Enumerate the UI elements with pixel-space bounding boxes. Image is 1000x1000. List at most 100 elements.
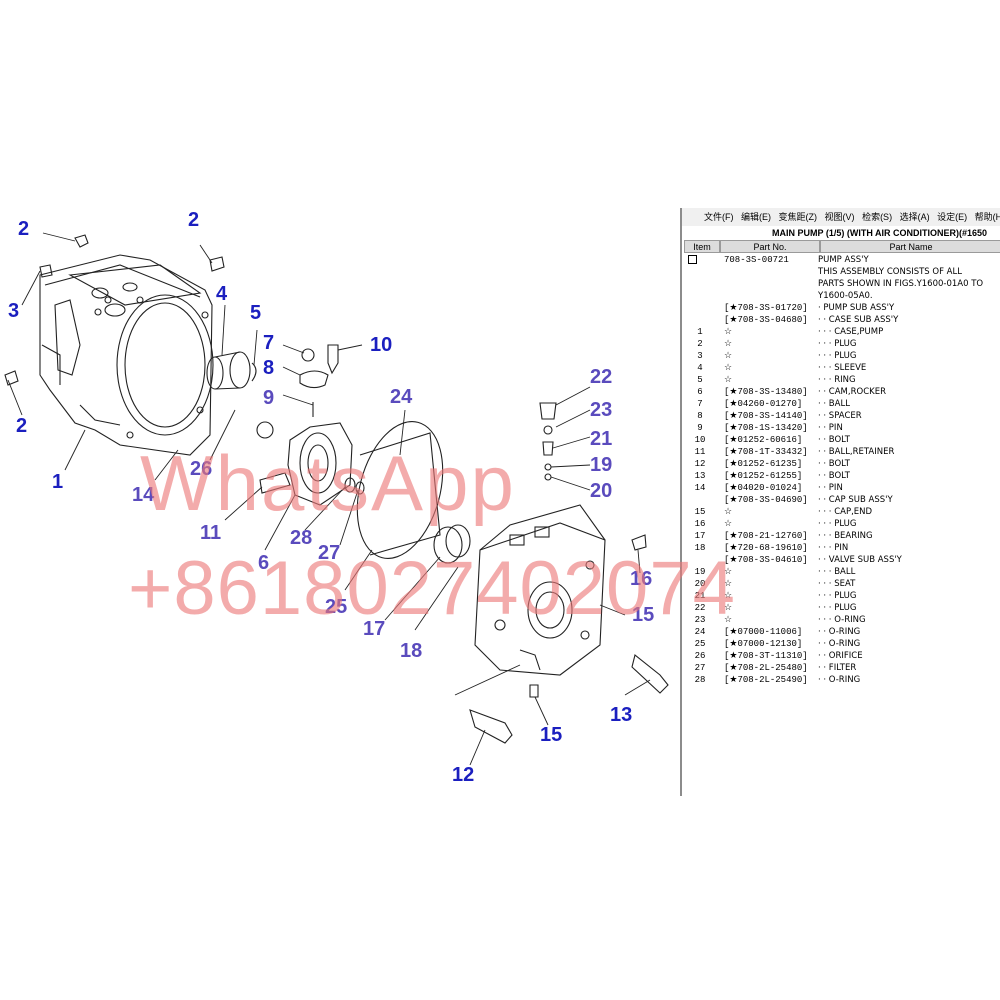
table-row[interactable]: 8[★708-3S-14140]· · SPACER [682,410,1000,422]
table-row[interactable]: 18[★720-68-19610]· · · PIN [682,542,1000,554]
menu-help[interactable]: 帮助(H) [974,212,1000,222]
table-row[interactable]: 20☆· · · SEAT [682,578,1000,590]
table-row[interactable]: 2☆· · · PLUG [682,338,1000,350]
table-row[interactable]: 15☆· · · CAP,END [682,506,1000,518]
table-row[interactable]: 1☆· · · CASE,PUMP [682,326,1000,338]
callout-17: 17 [363,618,386,640]
table-row[interactable]: 22☆· · · PLUG [682,602,1000,614]
row-part-number: [★708-3S-04680] [724,315,808,325]
row-item-number: 24 [694,627,706,637]
callout-13: 13 [610,704,633,726]
row-item-number: 23 [694,615,706,625]
column-item[interactable]: Item [684,240,720,253]
row-part-name: · · · SEAT [818,579,856,589]
table-row[interactable]: 14[★04020-01024]· · PIN [682,482,1000,494]
row-item-number: 2 [697,339,703,349]
table-row[interactable]: 6[★708-3S-13480]· · CAM,ROCKER [682,386,1000,398]
table-row[interactable]: [★708-3S-04610]· · VALVE SUB ASS'Y [682,554,1000,566]
table-row[interactable]: 13[★01252-61255]· · BOLT [682,470,1000,482]
o-ring-drawings [356,421,444,559]
row-part-number: ☆ [724,375,733,385]
table-row[interactable]: 26[★708-3T-11310]· · ORIFICE [682,650,1000,662]
row-part-name: · · SPACER [818,411,862,421]
callout-2: 2 [188,209,200,231]
menu-edit[interactable]: 编辑(E) [741,212,772,222]
callout-23: 23 [590,399,613,421]
row-item-number: 17 [694,531,706,541]
table-row[interactable]: 24[★07000-11006]· · O-RING [682,626,1000,638]
row-part-name: · · FILTER [818,663,857,673]
bearing-drawing [433,524,471,564]
table-row[interactable]: 11[★708-1T-33432]· · BALL,RETAINER [682,446,1000,458]
row-part-name: · · · PLUG [818,339,857,349]
menu-bar: 文件(F) 编辑(E) 变焦距(Z) 视图(V) 检索(S) 选择(A) 设定(… [682,208,1000,226]
row-item-number: 7 [697,399,703,409]
table-row[interactable]: 16☆· · · PLUG [682,518,1000,530]
menu-view[interactable]: 视图(V) [824,212,855,222]
table-row[interactable]: 4☆· · · SLEEVE [682,362,1000,374]
bolt-drawings [469,534,669,744]
table-row[interactable]: 21☆· · · PLUG [682,590,1000,602]
menu-select[interactable]: 选择(A) [899,212,930,222]
table-row[interactable]: 7[★04260-01270]· · BALL [682,398,1000,410]
table-row[interactable]: [★708-3S-04690] · · CAP SUB ASS'Y [682,494,1000,506]
row-part-number: [★708-1S-13420] [724,423,808,433]
table-row[interactable]: 10[★01252-60616]· · BOLT [682,434,1000,446]
table-row[interactable]: 3☆· · · PLUG [682,350,1000,362]
column-header: Item Part No. Part Name [684,240,1000,253]
table-row[interactable]: 9[★708-1S-13420]· · PIN [682,422,1000,434]
column-part-no[interactable]: Part No. [720,240,820,253]
row-part-name: · · CAP SUB ASS'Y [818,495,893,505]
row-part-name: · · CAM,ROCKER [818,387,886,397]
callout-15: 15 [632,604,655,626]
row-part-name: · · ORIFICE [818,651,863,661]
row-part-number: [★708-3S-04690] [724,495,808,505]
exploded-parts-diagram: 2 2 3 2 1 4 5 7 8 9 10 14 26 11 6 28 27 … [0,205,680,800]
pump-drawing [4,232,669,766]
row-part-name: · · · BEARING [818,531,873,541]
row-item-number [682,554,718,566]
callout-18: 18 [400,640,423,662]
table-row[interactable]: 5☆· · · RING [682,374,1000,386]
row-item-number: 28 [694,675,706,685]
menu-settings[interactable]: 设定(E) [937,212,968,222]
row-part-name: · · O-RING [818,675,861,685]
row-item-number: 26 [694,651,706,661]
row-part-name: · · · PLUG [818,603,857,613]
menu-zoom[interactable]: 变焦距(Z) [778,212,818,222]
callout-26: 26 [190,458,213,480]
row-item-number: 3 [697,351,703,361]
table-row[interactable]: 25[★07000-12130]· · O-RING [682,638,1000,650]
table-row[interactable]: 23☆· · · O-RING [682,614,1000,626]
table-row[interactable]: [★708-3S-04680]· · CASE SUB ASS'Y [682,314,1000,326]
callout-4: 4 [216,283,228,305]
row-part-name: · · O-RING [818,639,861,649]
pump-case-drawing [39,254,214,456]
row-item-number: 16 [694,519,706,529]
row-item-number [682,494,718,506]
row-part-number: ☆ [724,507,733,517]
row-item-number: 4 [697,363,703,373]
menu-file[interactable]: 文件(F) [704,212,734,222]
table-row[interactable]: 12[★01252-61235]· · BOLT [682,458,1000,470]
table-row[interactable]: Y1600-05A0. [682,290,1000,302]
table-row[interactable]: THIS ASSEMBLY CONSISTS OF ALL [682,266,1000,278]
checkbox-icon[interactable] [688,255,697,265]
callout-5: 5 [250,302,262,324]
callout-28: 28 [290,527,313,549]
row-part-name: · · · CAP,END [818,507,873,517]
table-row[interactable]: 27[★708-2L-25480]· · FILTER [682,662,1000,674]
row-item-number [682,254,718,266]
column-part-name[interactable]: Part Name [820,240,1000,253]
table-row[interactable]: 28[★708-2L-25490]· · O-RING [682,674,1000,686]
row-part-number: ☆ [724,327,733,337]
menu-search[interactable]: 检索(S) [862,212,893,222]
table-row[interactable]: 19☆· · · BALL [682,566,1000,578]
row-part-number: ☆ [724,363,733,373]
table-row[interactable]: 17[★708-21-12760]· · · BEARING [682,530,1000,542]
table-row[interactable]: PARTS SHOWN IN FIGS.Y1600-01A0 TO [682,278,1000,290]
table-row[interactable]: [★708-3S-01720]· PUMP SUB ASS'Y [682,302,1000,314]
row-item-number: 9 [697,423,703,433]
row-part-name: · · · CASE,PUMP [818,327,884,337]
